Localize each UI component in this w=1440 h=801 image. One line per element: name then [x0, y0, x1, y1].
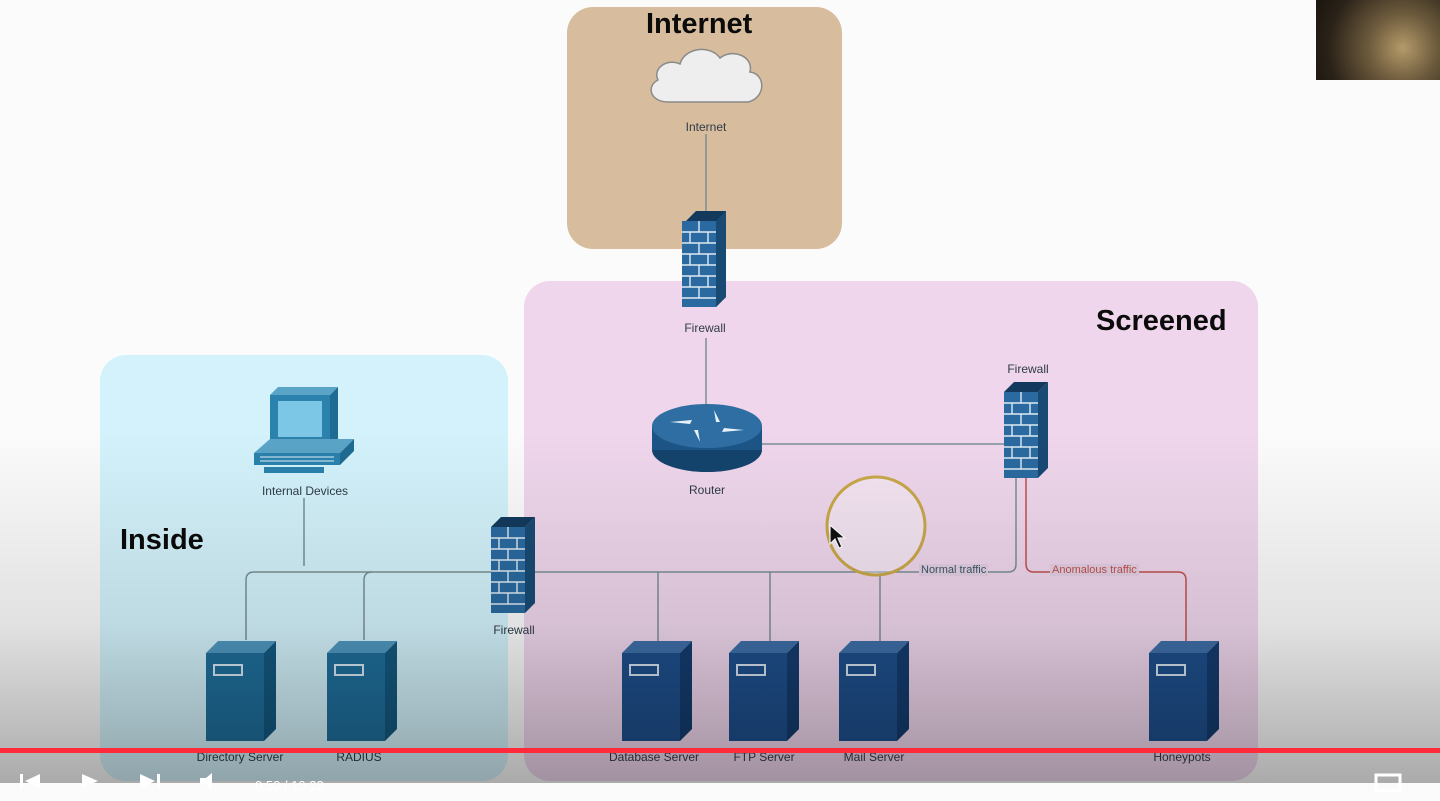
honeypots-label: Honeypots [1153, 750, 1211, 764]
play-icon[interactable] [78, 770, 104, 800]
internet-zone-title: Internet [646, 8, 753, 40]
database-server-label: Database Server [608, 750, 700, 764]
directory-server-label: Directory Server [196, 750, 284, 764]
progress-bar[interactable] [0, 748, 1440, 753]
firewall-icon [491, 517, 535, 613]
server-icon [1149, 641, 1219, 741]
edge-inside-bus [245, 571, 518, 640]
video-frame: Internet Screened Inside Internet [0, 0, 1440, 783]
inside-zone-title: Inside [120, 524, 204, 556]
firewall-top-label: Firewall [684, 321, 726, 335]
internet-zone [567, 7, 842, 249]
player-controls [0, 753, 1440, 793]
normal-traffic-label: Normal traffic [919, 564, 989, 576]
mail-server-label: Mail Server [843, 750, 905, 764]
firewall-mid-label: Firewall [493, 623, 535, 637]
internal-devices-label: Internal Devices [261, 484, 349, 498]
computer-icon [254, 387, 354, 473]
previous-icon[interactable] [18, 770, 44, 800]
edge-normal-traffic [1007, 476, 1017, 573]
server-icon [839, 641, 909, 741]
edge-radius [363, 571, 373, 640]
radius-label: RADIUS [336, 750, 382, 764]
time-display: 0:50 / 10:22 [255, 778, 324, 793]
cloud-icon [650, 48, 763, 103]
cursor-icon [829, 524, 847, 549]
server-icon [729, 641, 799, 741]
cloud-label: Internet [685, 120, 727, 134]
screened-zone-title: Screened [1096, 305, 1227, 337]
server-icon [327, 641, 397, 741]
server-icon [622, 641, 692, 741]
volume-icon[interactable] [198, 770, 224, 800]
firewall-right-label: Firewall [1007, 362, 1049, 376]
next-icon[interactable] [138, 770, 164, 800]
router-label: Router [688, 483, 726, 497]
edge-anomalous-traffic [1025, 476, 1187, 642]
fullscreen-icon[interactable] [1374, 771, 1404, 801]
progress-fill [0, 748, 1440, 753]
server-icon [206, 641, 276, 741]
firewall-icon [682, 211, 726, 307]
cursor-highlight-ring [825, 475, 927, 577]
firewall-icon [1004, 382, 1048, 478]
router-icon [652, 404, 762, 472]
ftp-server-label: FTP Server [733, 750, 795, 764]
webcam-overlay [1316, 0, 1440, 80]
anomalous-traffic-label: Anomalous traffic [1050, 564, 1139, 576]
